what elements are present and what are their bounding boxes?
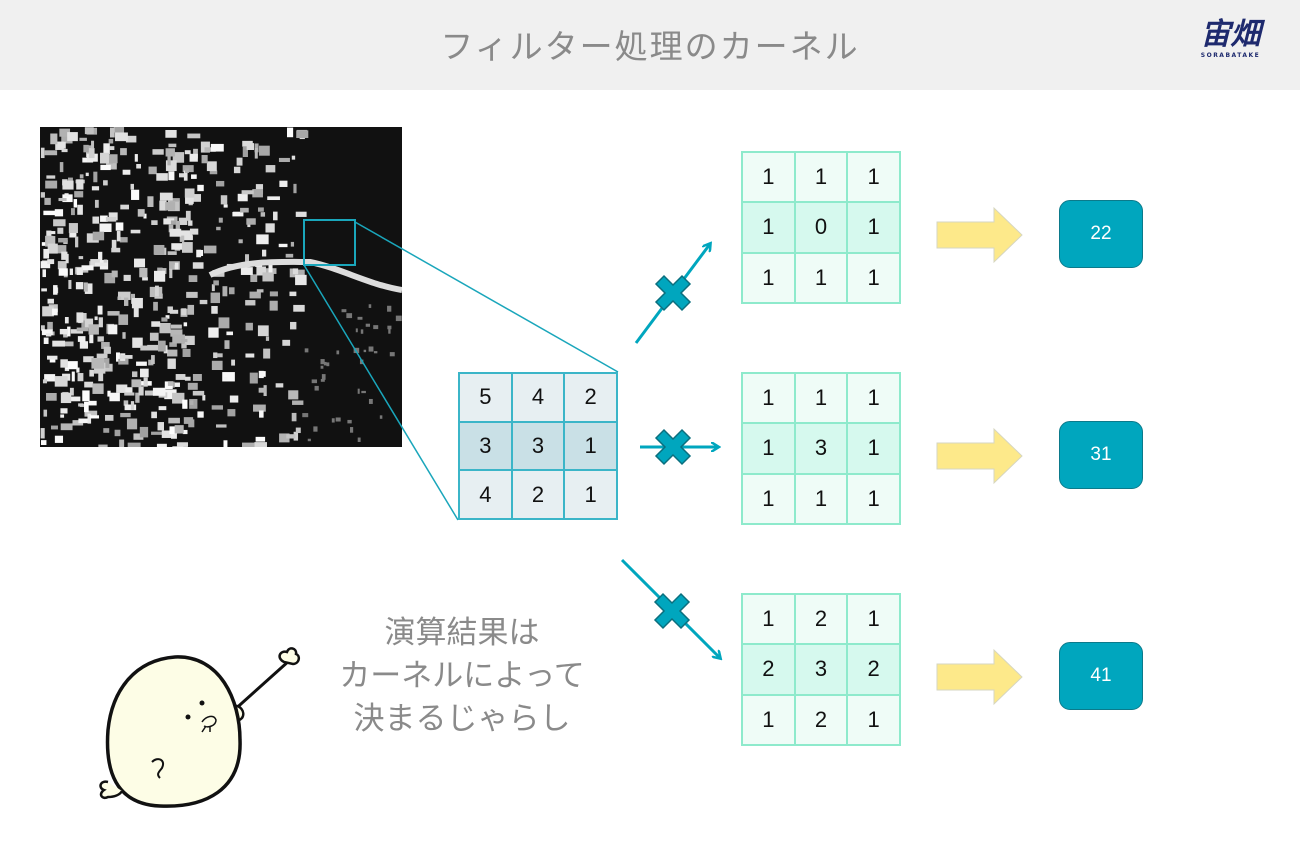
grid-cell: 1 bbox=[564, 421, 617, 471]
multiply-icon bbox=[654, 274, 692, 312]
grid-cell: 1 bbox=[794, 473, 848, 524]
grid-cell: 2 bbox=[794, 694, 848, 745]
grid-cell: 3 bbox=[794, 644, 848, 695]
result-box-2: 31 bbox=[1059, 421, 1143, 489]
grid-cell: 2 bbox=[742, 644, 795, 695]
grid-cell: 1 bbox=[742, 473, 795, 524]
grid-cell: 2 bbox=[794, 594, 848, 645]
logo-subtext: SORABATAKE bbox=[1200, 52, 1261, 59]
grid-cell: 1 bbox=[794, 252, 848, 303]
grid-cell: 3 bbox=[794, 423, 848, 474]
mascot-illustration bbox=[99, 647, 301, 808]
grid-cell: 0 bbox=[794, 202, 848, 253]
multiply-icon bbox=[653, 592, 691, 630]
multiply-icon bbox=[654, 428, 692, 466]
caption-line: カーネルによって bbox=[339, 658, 585, 694]
zoom-line-top bbox=[354, 221, 619, 373]
result-box-3: 41 bbox=[1059, 642, 1143, 710]
grid-cell: 1 bbox=[847, 694, 900, 745]
result-box-1: 22 bbox=[1059, 200, 1143, 268]
grid-cell: 1 bbox=[847, 373, 900, 424]
caption-text: 演算結果は カーネルによって 決まるじゃらし bbox=[300, 612, 624, 741]
grid-cell: 1 bbox=[847, 152, 900, 203]
grid-cell: 3 bbox=[459, 421, 512, 471]
grid-cell: 1 bbox=[847, 423, 900, 474]
grid-cell: 1 bbox=[847, 594, 900, 645]
result-arrow-3 bbox=[936, 648, 1023, 706]
zoom-line-bottom bbox=[303, 264, 459, 521]
grid-cell: 1 bbox=[794, 152, 848, 203]
grid-cell: 1 bbox=[742, 252, 795, 303]
grid-cell: 1 bbox=[742, 202, 795, 253]
grid-cell: 1 bbox=[564, 470, 617, 519]
grid-cell: 2 bbox=[564, 373, 617, 422]
slide-header: フィルター処理のカーネル 宙畑 SORABATAKE bbox=[0, 0, 1300, 90]
yellow-arrows bbox=[936, 206, 1023, 706]
grid-cell: 1 bbox=[847, 252, 900, 303]
sorabatake-logo: 宙畑 SORABATAKE bbox=[1188, 18, 1273, 73]
grid-cell: 1 bbox=[847, 473, 900, 524]
logo-mark: 宙畑 bbox=[1200, 17, 1261, 52]
grid-cell: 1 bbox=[742, 152, 795, 203]
grid-cell: 3 bbox=[511, 421, 565, 471]
caption-line: 演算結果は bbox=[384, 615, 540, 651]
grid-cell: 2 bbox=[511, 470, 565, 519]
grid-cell: 1 bbox=[742, 423, 795, 474]
patch-highlight-box bbox=[303, 219, 356, 266]
grid-cell: 1 bbox=[847, 202, 900, 253]
slide-title: フィルター処理のカーネル bbox=[440, 27, 860, 66]
grid-cell: 4 bbox=[511, 373, 565, 422]
grid-cell: 1 bbox=[742, 594, 795, 645]
grid-cell: 4 bbox=[459, 470, 512, 519]
result-arrow-2 bbox=[936, 427, 1023, 485]
grid-cell: 1 bbox=[794, 373, 848, 424]
grid-cell: 2 bbox=[847, 644, 900, 695]
grid-cell: 1 bbox=[742, 694, 795, 745]
caption-line: 決まるじゃらし bbox=[353, 701, 571, 737]
grid-cell: 1 bbox=[742, 373, 795, 424]
grid-cell: 5 bbox=[459, 373, 512, 422]
satellite-image bbox=[40, 127, 402, 447]
result-arrow-1 bbox=[936, 206, 1023, 264]
